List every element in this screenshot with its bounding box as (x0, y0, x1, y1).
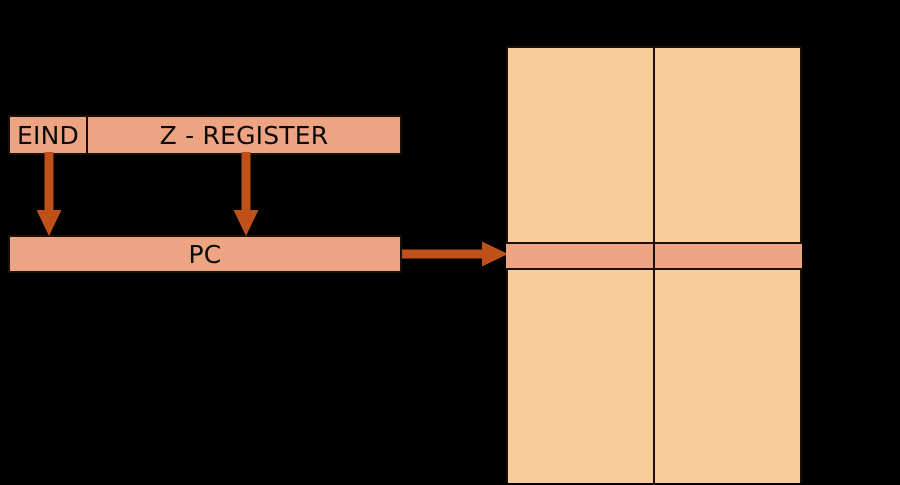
pc-register-label: PC (188, 239, 222, 269)
zregister-to-pc-arrow (233, 152, 259, 236)
highlighted-row-column-divider (653, 244, 655, 268)
eind-register-label: EIND (17, 120, 79, 150)
program-memory-block (506, 46, 802, 485)
eind-register-box: EIND (8, 115, 88, 155)
z-register-box: Z - REGISTER (88, 115, 402, 155)
pc-register-box: PC (8, 235, 402, 273)
eind-to-pc-arrow (36, 152, 62, 236)
pc-to-memory-arrow (402, 241, 508, 267)
z-register-label: Z - REGISTER (159, 120, 329, 150)
program-memory-highlighted-row (506, 242, 802, 270)
